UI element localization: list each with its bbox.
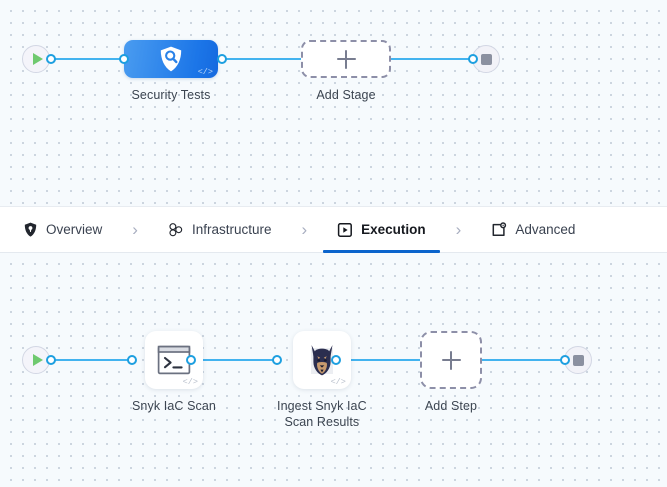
add-step-node[interactable]: Add Step <box>420 331 482 414</box>
stage-end-port[interactable] <box>468 54 478 64</box>
edge-addstep-to-end <box>482 359 566 361</box>
step-start-node[interactable] <box>22 346 50 374</box>
shield-icon <box>22 222 38 238</box>
tab-overview[interactable]: Overview <box>18 206 106 253</box>
step-end-port[interactable] <box>560 355 570 365</box>
edge-step1-to-step2 <box>191 359 277 361</box>
stage-start-port[interactable] <box>46 54 56 64</box>
tab-advanced[interactable]: Advanced <box>487 206 579 253</box>
play-icon <box>22 45 50 73</box>
tab-separator-3: › <box>455 220 462 239</box>
step-start-port[interactable] <box>46 355 56 365</box>
advanced-gear-doc-icon <box>491 221 507 238</box>
stage-node-input-port[interactable] <box>119 54 129 64</box>
plus-icon <box>441 350 461 370</box>
terminal-icon <box>157 345 191 375</box>
add-step-button[interactable] <box>420 331 482 389</box>
code-glyph: </> <box>182 377 198 387</box>
infrastructure-nodes-icon <box>168 222 184 238</box>
step-node-label: Snyk IaC Scan <box>132 399 216 413</box>
tab-separator-1: › <box>132 220 138 239</box>
stage-node-security-tests[interactable]: </> Security Tests <box>124 40 218 103</box>
stage-node-label: Security Tests <box>131 88 211 102</box>
add-stage-node[interactable]: Add Stage <box>301 40 391 103</box>
add-step-label: Add Step <box>424 399 478 413</box>
tab-execution[interactable]: Execution <box>323 206 440 253</box>
tab-overview-label: Overview <box>46 222 103 237</box>
edge-step2-to-addstep <box>336 359 420 361</box>
snyk-dog-logo-icon <box>310 345 333 376</box>
stage-node-output-port[interactable] <box>217 54 227 64</box>
edge-stage-to-addstage <box>222 58 302 60</box>
pipeline-tabbar: Overview › Infrastructure › Execution <box>0 206 667 253</box>
step-canvas[interactable] <box>0 253 667 487</box>
step1-output-port[interactable] <box>186 355 196 365</box>
tab-infrastructure-label: Infrastructure <box>191 222 272 237</box>
play-icon <box>22 346 50 374</box>
shield-search-icon <box>160 46 182 72</box>
code-glyph: </> <box>330 377 346 387</box>
tab-infrastructure[interactable]: Infrastructure <box>164 206 276 253</box>
add-stage-label: Add Stage <box>316 88 376 102</box>
step-node-ingest-snyk-results[interactable]: </> Ingest Snyk IaC Scan Results <box>277 331 367 430</box>
tab-separator-2: › <box>301 220 308 239</box>
edge-addstage-to-end <box>390 58 474 60</box>
code-glyph: </> <box>197 67 213 77</box>
step-node-label: Ingest Snyk IaC Scan Results <box>277 399 367 429</box>
add-stage-button[interactable] <box>301 40 391 78</box>
step-node-snyk-iac-scan[interactable]: </> Snyk IaC Scan <box>132 331 216 414</box>
tab-execution-label: Execution <box>361 222 426 237</box>
stage-canvas[interactable] <box>0 0 667 206</box>
step-node-body[interactable]: </> <box>292 331 351 389</box>
edge-start-to-step1 <box>50 359 132 361</box>
step1-input-port[interactable] <box>127 355 137 365</box>
step2-input-port[interactable] <box>272 355 282 365</box>
stage-start-node[interactable] <box>22 45 50 73</box>
edge-start-to-stage <box>50 58 132 60</box>
execution-play-box-icon <box>337 222 353 238</box>
step2-output-port[interactable] <box>331 355 341 365</box>
stage-node-body[interactable]: </> <box>124 40 218 78</box>
tab-advanced-label: Advanced <box>515 222 576 237</box>
plus-icon <box>336 49 356 69</box>
